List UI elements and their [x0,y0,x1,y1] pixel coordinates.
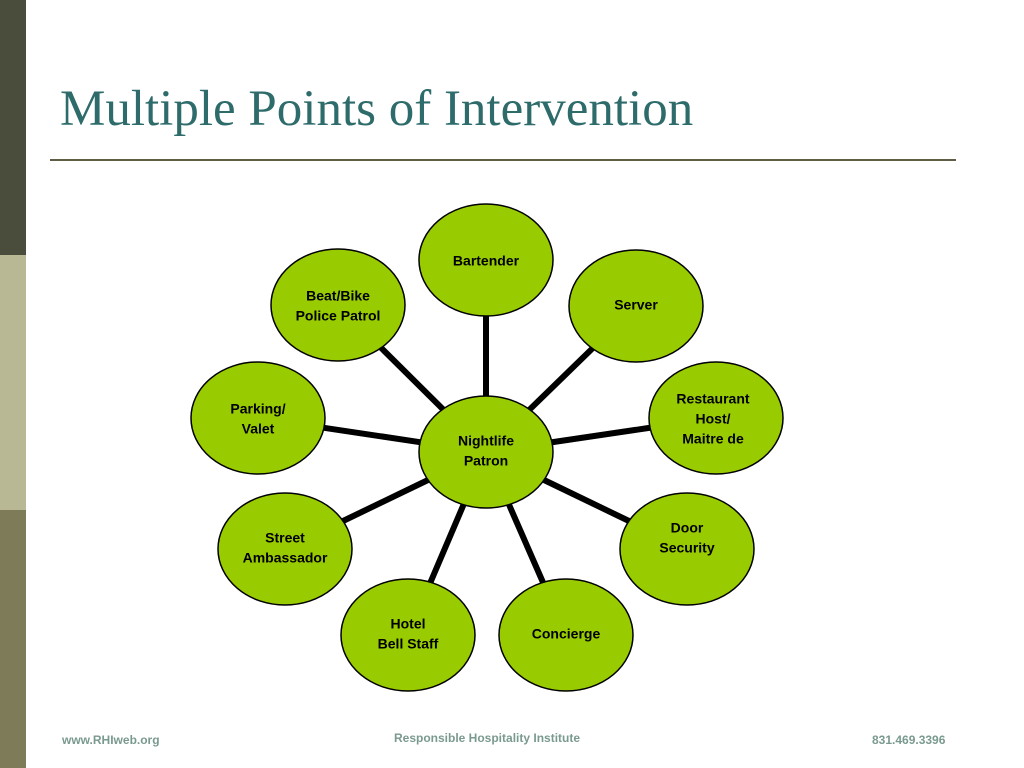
node-shape-server [568,249,704,363]
node-label-restaurant-host: Maitre de [682,431,744,447]
node-shape-concierge [498,578,634,692]
node-server: Server [568,249,704,363]
connector-concierge [506,503,546,584]
node-label-beat-bike-police: Police Patrol [296,308,381,324]
node-concierge: Concierge [498,578,634,692]
decor-bar-bottom [0,510,26,768]
node-label-hotel-bell-staff: Hotel [391,616,426,632]
node-label-restaurant-host: Host/ [696,411,731,427]
node-label-beat-bike-police: Beat/Bike [306,288,370,304]
node-shape-door-security [619,492,755,606]
connector-hotel-bell-staff [427,503,467,584]
connector-beat-bike-police [379,345,445,412]
footer-organization: Responsible Hospitality Institute [394,731,581,745]
decor-bar-middle [0,255,26,510]
node-label-street-ambassador: Ambassador [243,550,328,566]
node-label-parking-valet: Parking/ [230,401,285,417]
node-shape-bartender [418,203,554,317]
connectors [323,316,651,584]
node-label-door-security: Security [659,540,714,556]
node-label-bartender: Bartender [453,253,520,269]
decor-bar-top [0,0,26,255]
node-label-parking-valet: Valet [242,421,275,437]
node-shape-street-ambassador [217,492,353,606]
connector-parking-valet [323,424,421,446]
node-shape-restaurant-host [648,361,784,475]
connector-door-security [542,477,631,524]
node-shape-beat-bike-police [270,248,406,362]
node-shape-center [418,395,554,509]
node-bartender: Bartender [418,203,554,317]
node-label-concierge: Concierge [532,626,601,642]
footer-website[interactable]: www.RHIweb.org [62,733,160,747]
slide-title: Multiple Points of Intervention [60,81,694,137]
node-shape-parking-valet [190,361,326,475]
connector-restaurant-host [551,424,651,446]
node-parking-valet: Parking/Valet [190,361,326,475]
connector-street-ambassador [341,477,430,524]
title-underline [50,159,956,161]
node-label-server: Server [614,297,658,313]
connector-server [527,346,595,412]
footer-phone: 831.469.3396 [872,733,946,747]
node-label-restaurant-host: Restaurant [676,391,749,407]
node-label-hotel-bell-staff: Bell Staff [378,636,439,652]
node-shape-hotel-bell-staff [340,578,476,692]
node-label-street-ambassador: Street [265,530,305,546]
node-label-center: Patron [464,453,508,469]
node-label-center: Nightlife [458,433,514,449]
node-label-door-security: Door [671,520,704,536]
